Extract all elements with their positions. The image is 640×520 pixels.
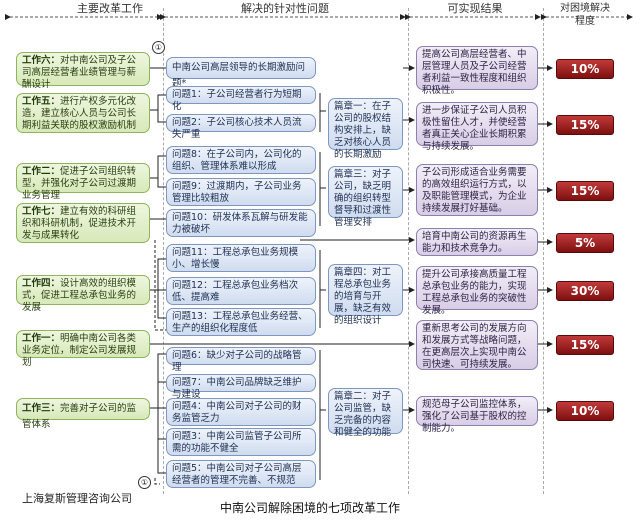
problem-10: 问题10：研发体系瓦解与研发能力被破坏: [166, 209, 316, 237]
problem-7: 问题7：中南公司品牌缺乏维护与建设: [166, 374, 316, 400]
work-item-text: 设计高效的组织模式，促进工程总承包业务的发展: [22, 278, 137, 313]
work-item-2: 工作二：促进子公司组织转型，并强化对子公司过渡期业务管理: [16, 163, 150, 201]
degree-badge-2: 15%: [556, 115, 614, 135]
header-main-work: 主要改革工作: [77, 2, 143, 15]
problem-9: 问题9：过渡期内，子公司业务管理比较粗放: [166, 178, 316, 206]
problem-8: 问题8：在子公司内，公司化的组织、管理体系难以形成: [166, 146, 316, 174]
degree-badge-4: 5%: [556, 233, 614, 253]
result-1: 提高公司高层经营者、中层管理人员及子公司经营者利益一致性程度和组织积极性。: [416, 46, 538, 96]
work-item-label: 工作五：: [22, 96, 61, 107]
problem-11: 问题11：工程总承包业务规模小、增长慢: [166, 244, 316, 272]
work-item-label: 工作一：: [22, 333, 61, 344]
result-7: 规范母子公司监控体系，强化了公司基于股权的控制能力。: [416, 396, 538, 434]
problem-top: 中南公司高层领导的长期激励问题*: [166, 57, 316, 89]
problem-6: 问题6：缺少对子公司的战略管理: [166, 347, 316, 373]
header-results: 可实现结果: [447, 2, 503, 15]
problem-5: 问题5：中南公司对子公司高层经营者的管理不完善、不规范: [166, 460, 316, 488]
header-problems: 解决的针对性问题: [241, 2, 329, 15]
work-item-label: 工作二：: [22, 166, 61, 177]
work-item-7: 工作七：建立有效的科研组织和科研机制，促进技术开发与成果转化: [16, 203, 150, 243]
chapter-1: 篇章一：在子公司的股权结构安排上，缺乏对核心人员的长期激励: [328, 98, 403, 160]
problem-2: 问题2：子公司核心技术人员流失严重: [166, 114, 316, 140]
result-3: 子公司形成适合业务需要的高效组织运行方式，以及职能管理模式，为企业持续发展打好基…: [416, 164, 538, 216]
result-2: 进一步保证子公司人员积极性留住人才，并使经营者真正关心企业长期积累与持续发展。: [416, 102, 538, 152]
work-item-label: 工作四：: [22, 278, 61, 289]
chapter-4: 篇章四：对工程总承包业务的培育与开展，缺乏有效的组织设计: [328, 264, 403, 326]
work-item-text: 建立有效的科研组织和科研机制，促进技术开发与成果转化: [22, 206, 137, 241]
work-item-3: 工作三：完善对子公司的监管体系: [16, 398, 150, 430]
problem-3: 问题3：中南公司监管子公司所需的功能不健全: [166, 428, 316, 456]
work-item-label: 工作三：: [22, 403, 61, 414]
problem-12: 问题12：工程总承包业务档次低、提高难: [166, 277, 316, 305]
problem-13: 问题13：工程总承包业务经营、生产的组织化程度低: [166, 308, 316, 336]
result-4: 培育中南公司的资源再生能力和技术竞争力。: [416, 228, 538, 256]
work-item-text: 对中南公司及子公司高层经营者业绩管理与薪酬设计: [22, 55, 137, 90]
degree-badge-5: 30%: [556, 281, 614, 301]
work-item-4: 工作四：设计高效的组织模式，促进工程总承包业务的发展: [16, 275, 150, 313]
header-degree: 对困境解决程度: [560, 3, 610, 27]
marker-circle-bottom: ①: [138, 476, 151, 489]
work-item-label: 工作六：: [22, 55, 61, 66]
work-item-text: 明确中南公司各类业务定位，制定公司发展规划: [22, 333, 137, 368]
work-item-label: 工作七：: [22, 206, 61, 217]
chapter-2: 篇章二：对子公司监管，缺乏完备的内容和健全的功能: [328, 388, 403, 438]
chapter-3: 篇章三：对子公司，缺乏明确的组织转型督导和过渡性管理安排: [328, 166, 403, 228]
degree-badge-1: 10%: [556, 59, 614, 79]
column-divider-3: [543, 8, 544, 494]
work-item-1: 工作一：明确中南公司各类业务定位，制定公司发展规划: [16, 330, 150, 368]
work-item-text: 进行产权多元化改造，建立核心人员与公司长期利益关联的股权激励机制: [22, 96, 137, 131]
result-6: 重新思考公司的发展方向和发展方式等战略问题，在更高层次上实现中南公司快速、可持续…: [416, 320, 538, 370]
degree-badge-6: 15%: [556, 335, 614, 355]
problem-1: 问题1：子公司经营者行为短期化: [166, 86, 316, 112]
column-divider-2: [408, 8, 409, 494]
company-name: 上海复斯管理咨询公司: [22, 492, 132, 505]
work-item-text: 促进子公司组织转型，并强化对子公司过渡期业务管理: [22, 166, 137, 201]
degree-badge-3: 15%: [556, 181, 614, 201]
diagram-caption: 中南公司解除困境的七项改革工作: [220, 501, 401, 515]
work-item-5: 工作五：进行产权多元化改造，建立核心人员与公司长期利益关联的股权激励机制: [16, 93, 150, 133]
column-divider-1: [163, 8, 164, 494]
work-item-6: 工作六：对中南公司及子公司高层经营者业绩管理与薪酬设计: [16, 52, 150, 90]
problem-4: 问题4：中南公司对子公司的财务监管乏力: [166, 398, 316, 426]
degree-badge-7: 10%: [556, 401, 614, 421]
marker-circle-top: ①: [152, 41, 165, 54]
work-item-text: 完善对子公司的监管体系: [22, 403, 137, 430]
result-5: 提升公司承接高质量工程总承包业务的能力，实现工程总承包业务的突破性发展。: [416, 266, 538, 316]
